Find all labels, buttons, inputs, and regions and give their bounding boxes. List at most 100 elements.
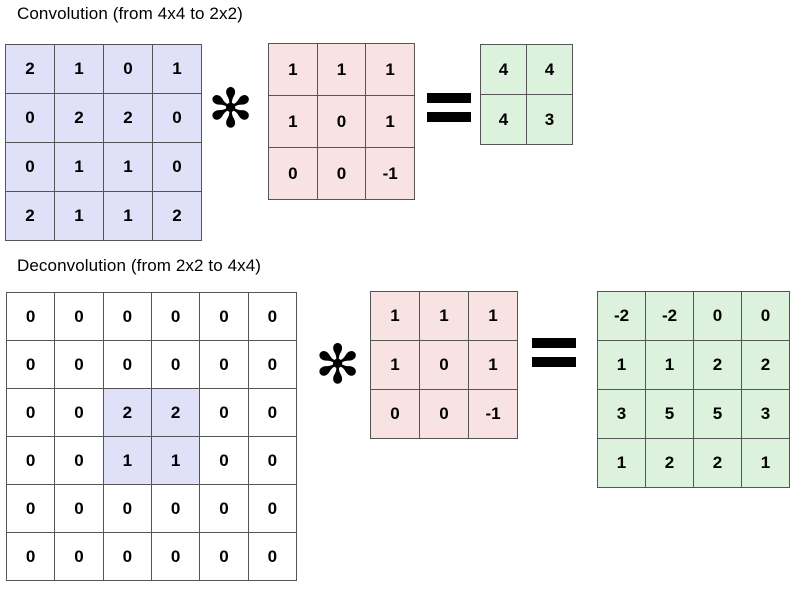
matrix-cell: 0 [5,532,56,581]
matrix-cell: 0 [102,532,152,581]
matrix-cell: 1 [370,340,420,390]
matrix-cell: 3 [597,389,646,439]
matrix-cell: 3 [741,389,790,439]
matrix-cell: 2 [152,191,202,241]
matrix-cell: 1 [597,340,646,390]
matrix-cell: 0 [5,93,55,143]
matrix-cell: 0 [54,340,104,389]
matrix-cell: 1 [103,142,153,192]
matrix-cell: 0 [103,44,153,94]
matrix-cell: 0 [150,484,201,533]
matrix-cell: 0 [5,484,56,533]
matrix-cell: 5 [693,389,742,439]
matrix-cell: 2 [102,388,152,437]
matrix-cell: 0 [268,147,318,200]
matrix-cell: -2 [597,291,646,341]
matrix-cell: 0 [199,484,249,533]
convolution-operator-asterisk-icon: ✻ [208,77,254,140]
matrix-cell: 2 [54,93,104,143]
matrix-cell: 1 [468,291,518,341]
matrix-cell: 5 [645,389,694,439]
matrix-cell: 1 [102,436,152,485]
matrix-cell: 1 [150,436,201,485]
matrix-cell: 1 [597,438,646,488]
matrix-cell: 0 [152,142,202,192]
matrix-cell: 0 [150,292,201,341]
matrix-cell: 0 [199,292,249,341]
matrix-cell: -1 [365,147,415,200]
matrix-cell: -1 [468,389,518,439]
matrix-cell: 0 [247,532,298,581]
convolution-section-title: Convolution (from 4x4 to 2x2) [17,4,243,23]
matrix-cell: 2 [693,340,742,390]
matrix-cell: 0 [693,291,742,341]
matrix-cell: 0 [247,340,298,389]
matrix-cell: 0 [150,340,201,389]
matrix-cell: 0 [102,484,152,533]
matrix-cell: 2 [150,388,201,437]
matrix-cell: 0 [54,292,104,341]
matrix-cell: 4 [480,94,527,145]
matrix-cell: 2 [5,191,55,241]
matrix-cell: 0 [150,532,201,581]
matrix-cell: 0 [54,436,104,485]
matrix-cell: 0 [54,532,104,581]
matrix-cell: 4 [526,44,573,95]
convolution-operator-equals-icon [427,93,471,122]
matrix-cell: 1 [316,43,367,96]
matrix-cell: 0 [741,291,790,341]
matrix-cell: 2 [693,438,742,488]
matrix-cell: 1 [419,291,469,341]
matrix-cell: 1 [54,191,104,241]
matrix-cell: 0 [247,388,298,437]
matrix-cell: 1 [54,44,104,94]
matrix-cell: 0 [199,436,249,485]
matrix-cell: 0 [419,389,469,439]
matrix-cell: 2 [103,93,153,143]
deconvolution-section-title: Deconvolution (from 2x2 to 4x4) [17,256,262,275]
matrix-cell: 2 [645,438,694,488]
matrix-cell: 0 [102,340,152,389]
matrix-cell: 0 [199,388,249,437]
matrix-cell: 0 [5,388,56,437]
equals-bar-bottom [532,357,576,367]
matrix-cell: 0 [5,436,56,485]
matrix-cell: 0 [247,436,298,485]
matrix-cell: 1 [645,340,694,390]
equals-bar-bottom [427,112,471,122]
matrix-cell: 1 [741,438,790,488]
matrix-cell: 1 [103,191,153,241]
matrix-cell: 0 [5,142,55,192]
matrix-cell: 1 [54,142,104,192]
matrix-cell: 2 [5,44,55,94]
matrix-cell: 0 [5,292,56,341]
matrix-cell: 0 [316,147,367,200]
matrix-cell: 1 [268,43,318,96]
matrix-cell: 0 [247,292,298,341]
deconvolution-operator-asterisk-icon: ✻ [315,333,361,396]
matrix-cell: 0 [5,340,56,389]
matrix-cell: 1 [365,95,415,148]
deconvolution-operator-equals-icon [532,338,576,367]
matrix-cell: 0 [102,292,152,341]
equals-bar-top [427,93,471,103]
matrix-cell: 2 [741,340,790,390]
matrix-cell: 0 [199,340,249,389]
matrix-cell: 1 [268,95,318,148]
